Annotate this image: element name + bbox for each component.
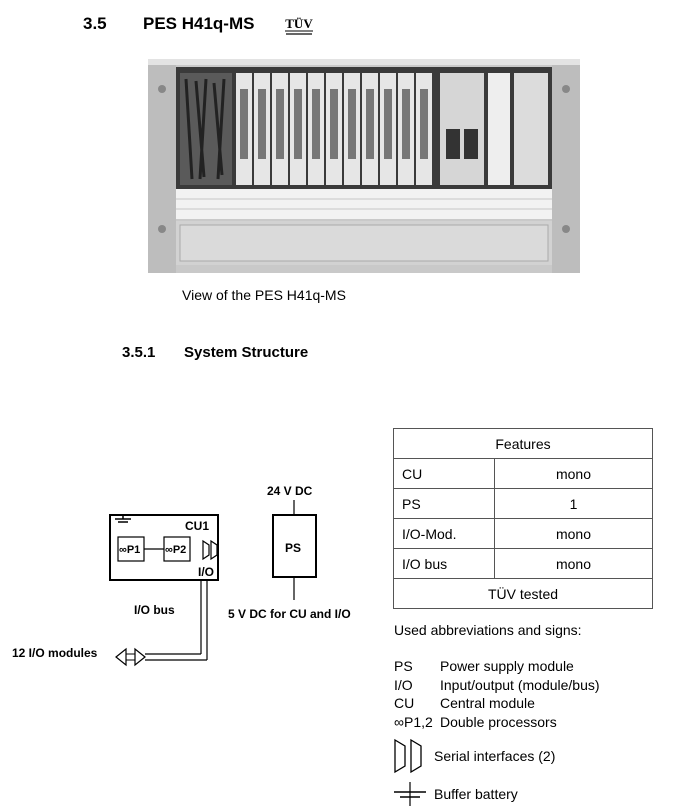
io-modules-label: 12 I/O modules (12, 646, 98, 660)
abbr-text: Double processors (440, 713, 557, 730)
serial-interface-label: Serial interfaces (2) (434, 748, 556, 764)
tuv-logo: TÜV (285, 16, 313, 35)
feature-value: mono (494, 458, 653, 489)
serial-interface-legend: Serial interfaces (2) (392, 737, 555, 775)
abbr-code: I/O (394, 676, 413, 693)
rack-photo (148, 59, 580, 273)
abbr-code: CU (394, 695, 415, 711)
section-title: PES H41q-MS (143, 14, 255, 33)
tuv-logo-text: TÜV (285, 16, 313, 31)
subsection-number: 3.5.1 (122, 344, 156, 361)
list-item: I/O Input/output (module/bus) (394, 676, 600, 695)
section-number: 3.5 (83, 14, 107, 33)
supply-output-label: 5 V DC for CU and I/O (228, 607, 351, 621)
abbr-text: Power supply module (440, 658, 574, 674)
feature-key: I/O bus (393, 548, 495, 579)
list-item: ∞P1,2 Double processors (394, 713, 600, 732)
features-header: Features (393, 428, 653, 459)
abbr-text: Central module (440, 695, 535, 711)
serial-interface-icon (394, 738, 422, 774)
abbr-code: PS (394, 658, 413, 674)
photo-caption: View of the PES H41q-MS (182, 287, 346, 303)
cu1-label: CU1 (185, 519, 209, 533)
feature-key: PS (393, 488, 495, 519)
table-row: CU mono (393, 458, 653, 489)
list-item: PS Power supply module (394, 657, 600, 676)
features-table: Features CU mono PS 1 I/O-Mod. mono I/O … (393, 428, 653, 609)
supply-input-label: 24 V DC (267, 484, 313, 498)
battery-label: Buffer battery (434, 786, 518, 802)
feature-key: I/O-Mod. (393, 518, 495, 549)
battery-legend: Buffer battery (392, 782, 518, 806)
battery-icon (394, 782, 426, 806)
io-bus-label: I/O bus (134, 603, 175, 617)
subsection-title: System Structure (184, 344, 309, 361)
ps-label: PS (285, 541, 301, 555)
abbr-text: Input/output (module/bus) (440, 676, 600, 693)
list-item: CU Central module (394, 694, 600, 713)
feature-value: mono (494, 518, 653, 549)
processor-1-label: ∞P1 (119, 544, 140, 556)
feature-value: mono (494, 548, 653, 579)
processor-2-label: ∞P2 (165, 544, 186, 556)
table-row: I/O bus mono (393, 548, 653, 579)
feature-value: 1 (494, 488, 653, 519)
cu-io-label: I/O (198, 565, 214, 579)
table-row: I/O-Mod. mono (393, 518, 653, 549)
features-footer: TÜV tested (393, 578, 653, 609)
feature-key: CU (393, 458, 495, 489)
system-structure-diagram: CU1 ∞P1 ∞P2 I/O I/O bus 12 I/O modules 2… (12, 484, 351, 667)
abbreviations-list: PS Power supply module I/O Input/output … (394, 657, 600, 731)
abbreviations-title: Used abbreviations and signs: (394, 622, 582, 638)
abbr-code: ∞P1,2 (394, 713, 433, 730)
table-row: PS 1 (393, 488, 653, 519)
